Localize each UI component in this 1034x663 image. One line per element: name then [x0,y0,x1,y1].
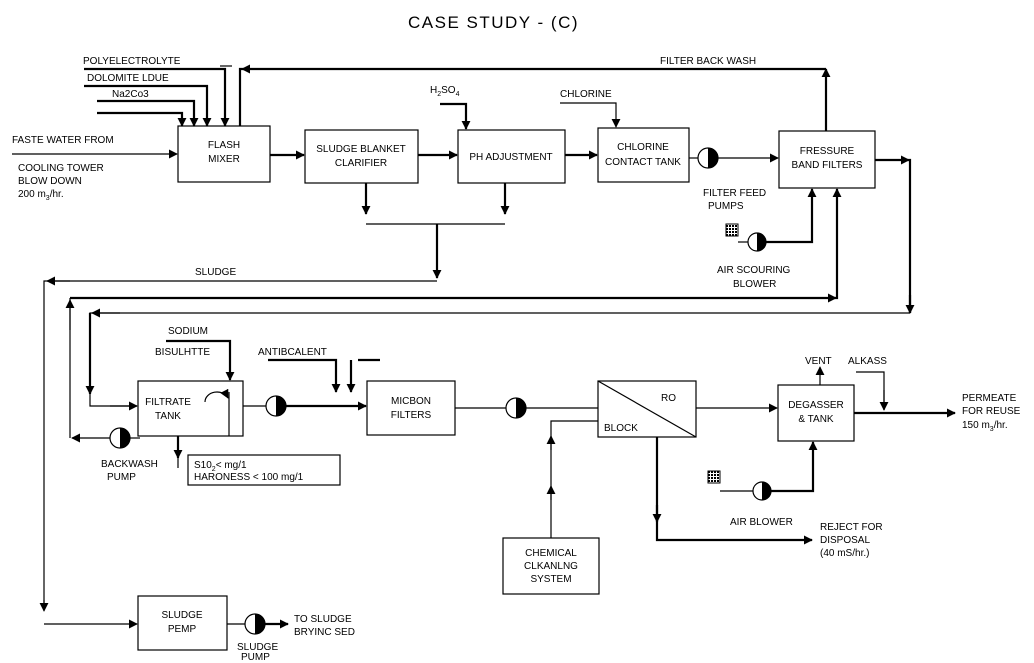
sludge-blanket-clarifier-box [304,129,419,184]
filter-feed-label-1: FILTER FEED [703,188,766,199]
filter-feed-label-2: PUMPS [708,201,744,212]
sludge-label: SLUDGE [195,267,236,278]
to-sludge-label-1: TO SLUDGE [294,614,352,625]
degasser-tank-box [777,384,855,442]
alkali-label: ALKASS [848,356,887,367]
feed-label-3: BLOW DOWN [18,176,82,187]
chlorine-tank-label-1: CHLORINE [617,142,669,153]
sludge-pump-label-1: SLUDGE [237,642,278,653]
reject-label-1: REJECT FOR [820,522,883,533]
chlorine-contact-tank-box [597,127,690,183]
h2so4-label: H2SO4 [430,85,460,98]
filter-feed-pump-fill [708,148,718,168]
chemical-cleaning-label-3: SYSTEM [530,574,571,585]
vent-label: VENT [805,356,832,367]
feed-label-2: COOLING TOWER [18,163,104,174]
extra-chem-line [97,111,187,127]
pressure-filters-label-1: FRESSURE [800,146,855,157]
filtrate-tank-box [137,380,244,437]
ro-feed-pump-fill [516,398,526,418]
sludge-pemp-label-1: SLUDGE [161,610,202,621]
sludge-pemp-label-2: PEMP [168,624,197,635]
micron-filters-box [366,380,456,436]
dolomite-label: DOLOMITE LDUE [87,73,169,84]
chemical-cleaning-box [502,537,600,595]
air-scouring-label-1: AIR SCOURING [717,265,791,276]
feed-label-1: FASTE WATER FROM [12,135,114,146]
air-blower-icon [707,470,721,484]
block-label: BLOCK [604,423,638,434]
micron-filters-label-2: FILTERS [391,410,432,421]
diagram-title: CASE STUDY - (C) [408,13,579,32]
permeate-label-1: PERMEATE [962,393,1017,404]
polyelectrolyte-line [84,67,230,127]
silica-spec-label: S102< mg/1 [194,460,247,473]
permeate-label-2: FOR REUSE [962,406,1021,417]
flash-mixer-label-2: MIXER [208,154,240,165]
flash-mixer-label-1: FLASH [208,140,240,151]
permeate-label-3: 150 m3/hr. [962,420,1008,433]
filtrate-tank-label-2: TANK [155,411,181,422]
h2so4-line [440,102,471,130]
hardness-spec-label: HARONESS < 100 mg/1 [194,472,304,483]
chlorine-tank-label-2: CONTACT TANK [605,157,681,168]
to-sludge-label-2: BRYINC SED [294,627,355,638]
alkali-line [856,371,885,410]
feed-label-4: 200 m3/hr. [18,189,64,202]
clarifier-label-2: CLARIFIER [335,158,387,169]
na2co3-line [97,99,199,127]
flash-mixer-box [177,125,271,183]
backwash-pump-fill [120,428,130,448]
micron-filters-label-1: MICBON [391,396,431,407]
degasser-label-2: & TANK [798,414,834,425]
filter-outlet-line [875,158,912,313]
dolomite-line [84,84,212,127]
antiscalant-line [268,358,341,393]
sodium-bisulphite-line [166,339,235,381]
degasser-label-1: DEGASSER [788,400,844,411]
air-scouring-pump-fill [757,233,766,251]
chemical-cleaning-label-1: CHEMICAL [525,548,577,559]
filtrate-tank-label-1: FILTRATE [145,397,191,408]
chlorine-line [560,102,621,128]
sludge-pemp-box [137,595,228,651]
ph-adjustment-label: PH ADJUSTMENT [469,152,552,163]
ph-adjustment-box [457,129,566,184]
ro-label: RO [661,393,676,404]
air-scouring-label-2: BLOWER [733,279,776,290]
backwash-pump-label-1: BACKWASH [101,459,158,470]
pressure-filters-label-2: BAND FILTERS [792,160,863,171]
air-blower-pump-fill [762,482,771,500]
sludge-pump-fill [255,614,265,634]
sludge-line [43,280,437,610]
air-blower-line [771,441,818,493]
backwash-line [238,67,826,126]
air-scouring-line [766,188,817,244]
ro-membrane-diagonal [597,380,697,438]
sodium-label: SODIUM [168,326,208,337]
water-spec-box [187,454,341,486]
chlorine-input-label: CHLORINE [560,89,612,100]
clarifier-label-1: SLUDGE BLANKET [316,144,405,155]
sludge-pump-label-2: PUMP [241,652,270,663]
air-blower-label: AIR BLOWER [730,517,793,528]
polyelectrolyte-label: POLYELECTROLYTE [83,56,181,67]
na2co3-label: Na2Co3 [112,89,149,100]
reject-label-3: (40 mS/hr.) [820,548,869,559]
chemical-cleaning-label-2: CLKANLNG [524,561,578,572]
air-scouring-blower-icon [725,223,739,237]
agitator-icon [204,388,229,403]
backwash-pump-label-2: PUMP [107,472,136,483]
antiscalant-label: ANTIBCALENT [258,347,327,358]
reject-line [655,437,812,542]
tank-outlet-pump-fill [276,396,286,416]
return-to-filters-line [70,188,842,300]
backwash-label: FILTER BACK WASH [660,56,756,67]
reject-label-2: DISPOSAL [820,535,870,546]
cleaning-line [550,420,598,538]
bisulphite-label: BISULHTTE [155,347,210,358]
